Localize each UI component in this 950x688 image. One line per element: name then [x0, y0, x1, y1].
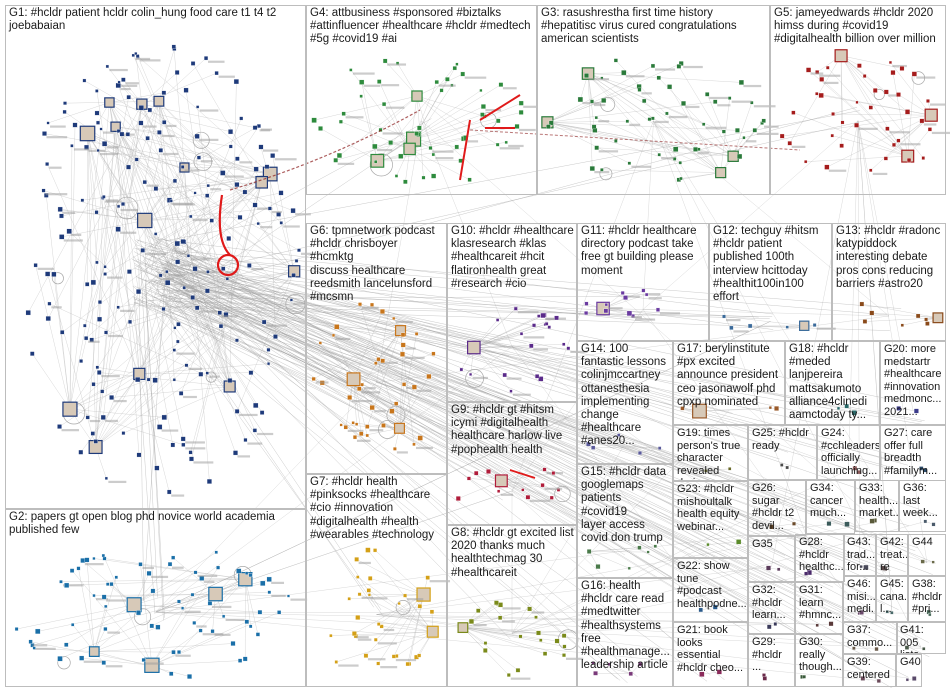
group-label-g40: G40	[900, 656, 919, 669]
group-panel-g14: G14: 100 fantastic lessons colinjmccartn…	[577, 341, 673, 464]
group-panel-g30: G30: really though...	[795, 634, 843, 687]
group-label-g32: G32: #hcldr learn...	[752, 584, 792, 622]
group-panel-g20: G20: more medstartr #healthcare #innovat…	[880, 341, 946, 425]
group-panel-g28: G28: #hcldr healthc...	[795, 534, 845, 582]
group-panel-g29: G29: #hcldr ...	[748, 634, 795, 687]
group-label-g33: G33: health... market...	[859, 482, 896, 520]
group-panel-g15: G15: #hcldr data googlemaps patients #co…	[577, 464, 673, 578]
group-label-g41: G41: 005 lists...	[900, 624, 943, 654]
group-panel-g33: G33: health... market...	[855, 480, 899, 532]
group-panel-g45: G45: cana... l...	[876, 576, 908, 622]
group-label-g10: G10: #hcldr #healthcare klasresearch #kl…	[451, 225, 574, 291]
group-label-g31: G31: learn #hmnc...	[799, 584, 840, 622]
group-panel-g13: G13: #hcldr #radonc katypiddock interest…	[832, 223, 946, 341]
group-panel-g32: G32: #hcldr learn...	[748, 582, 795, 634]
group-label-g35: G35	[752, 538, 792, 551]
group-panel-g5: G5: jameyedwards #hcldr 2020 himss durin…	[770, 5, 946, 195]
group-panel-g11: G11: #hcldr healthcare directory podcast…	[577, 223, 709, 341]
group-label-g29: G29: #hcldr ...	[752, 636, 792, 674]
group-panel-g4: G4: attbusiness #sponsored #biztalks #at…	[306, 5, 537, 195]
group-label-g21: G21: book looks essential #hcldr cheo...	[677, 624, 745, 674]
group-panel-g35: G35	[748, 536, 795, 582]
group-label-g19: G19: times person's true character revea…	[677, 427, 745, 481]
group-label-g26: G26: sugar #hcldr t2 devil...	[752, 482, 803, 532]
group-label-g17: G17: berylinstitute #px excited announce…	[677, 343, 782, 409]
group-label-g6: G6: tpmnetwork podcast #hcldr chrisboyer…	[310, 225, 444, 304]
group-panel-g43: G43: trad... for...	[843, 534, 876, 576]
group-panel-g10: G10: #hcldr #healthcare klasresearch #kl…	[447, 223, 577, 402]
group-panel-g26: G26: sugar #hcldr t2 devil...	[748, 480, 806, 536]
group-label-g3: G3: rasushrestha first time history #hep…	[541, 7, 767, 47]
group-panel-g34: G34: cancer much...	[806, 480, 855, 534]
group-label-g30: G30: really though...	[799, 636, 840, 674]
group-panel-g23: G23: #hcldr mishoultalk health equity we…	[673, 481, 748, 558]
group-panel-g46: G46: misi... medi...	[843, 576, 876, 622]
group-label-g43: G43: trad... for...	[847, 536, 873, 574]
group-label-g16: G16: health #hcldr care read #medtwitter…	[581, 580, 670, 672]
group-label-g23: G23: #hcldr mishoultalk health equity we…	[677, 483, 745, 533]
group-panel-g16: G16: health #hcldr care read #medtwitter…	[577, 578, 673, 687]
group-label-g34: G34: cancer much...	[810, 482, 852, 520]
group-panel-g3: G3: rasushrestha first time history #hep…	[537, 5, 770, 195]
group-label-g46: G46: misi... medi...	[847, 578, 873, 616]
group-label-g14: G14: 100 fantastic lessons colinjmccartn…	[581, 343, 670, 449]
group-panel-g17: G17: berylinstitute #px excited announce…	[673, 341, 785, 425]
group-panel-g36: G36: last week...	[899, 480, 946, 532]
group-label-g9: G9: #hcldr gt #hitsm icymi #digitalhealt…	[451, 404, 574, 457]
group-label-g7: G7: #hcldr health #pinksocks #healthcare…	[310, 476, 444, 542]
group-label-g24: G24: #cchleaders officially launching...	[821, 427, 877, 477]
group-label-g15: G15: #hcldr data googlemaps patients #co…	[581, 466, 670, 545]
group-label-g18: G18: #hcldr #meded lanjpereira mattsakum…	[789, 343, 877, 422]
group-panel-g39: G39: centered	[843, 654, 896, 687]
group-panel-g21: G21: book looks essential #hcldr cheo...	[673, 622, 748, 687]
group-label-g39: G39: centered	[847, 656, 893, 681]
group-panel-g1: G1: #hcldr patient hcldr colin_hung food…	[5, 5, 306, 509]
group-panel-g24: G24: #cchleaders officially launching...	[817, 425, 880, 480]
group-label-g37: G37: commo...	[847, 624, 895, 649]
group-label-g8: G8: #hcldr gt excited list 2020 thanks m…	[451, 527, 574, 580]
group-label-g25: G25: #hcldr ready	[752, 427, 814, 452]
group-label-g45: G45: cana... l...	[880, 578, 905, 616]
group-label-g28: G28: #hcldr healthc...	[799, 536, 842, 574]
group-panel-g6: G6: tpmnetwork podcast #hcldr chrisboyer…	[306, 223, 447, 474]
group-label-g42: G42: treat... re	[880, 536, 905, 574]
group-panel-g37: G37: commo...	[843, 622, 898, 654]
group-panel-g27: G27: care offer full breadth #familym...	[880, 425, 946, 481]
group-label-g13: G13: #hcldr #radonc katypiddock interest…	[836, 225, 943, 291]
group-label-g38: G38: #hcldr #pri...	[912, 578, 943, 616]
group-panel-g8: G8: #hcldr gt excited list 2020 thanks m…	[447, 525, 577, 687]
group-panel-g38: G38: #hcldr #pri...	[908, 576, 946, 622]
group-label-g44: G44	[912, 536, 943, 549]
group-panel-g19: G19: times person's true character revea…	[673, 425, 748, 481]
group-panel-g7: G7: #hcldr health #pinksocks #healthcare…	[306, 474, 447, 687]
group-panel-g44: G44	[908, 534, 946, 576]
group-label-g27: G27: care offer full breadth #familym...	[884, 427, 943, 477]
group-label-g12: G12: techguy #hitsm #hcldr patient publi…	[713, 225, 829, 304]
group-label-g20: G20: more medstartr #healthcare #innovat…	[884, 343, 943, 419]
group-label-g1: G1: #hcldr patient hcldr colin_hung food…	[9, 7, 303, 33]
group-panel-g31: G31: learn #hmnc...	[795, 582, 843, 634]
group-panel-g41: G41: 005 lists...	[896, 622, 946, 654]
group-panel-g42: G42: treat... re	[876, 534, 908, 576]
group-panel-g25: G25: #hcldr ready	[748, 425, 817, 480]
group-label-g36: G36: last week...	[903, 482, 943, 520]
group-panel-g12: G12: techguy #hitsm #hcldr patient publi…	[709, 223, 832, 341]
group-panel-g18: G18: #hcldr #meded lanjpereira mattsakum…	[785, 341, 880, 425]
group-label-g5: G5: jameyedwards #hcldr 2020 himss durin…	[774, 7, 943, 47]
group-panel-g22: G22: show tune #podcast healthpodne...	[673, 558, 748, 622]
group-label-g11: G11: #hcldr healthcare directory podcast…	[581, 225, 706, 278]
group-panel-g40: G40	[896, 654, 922, 687]
group-label-g4: G4: attbusiness #sponsored #biztalks #at…	[310, 7, 534, 47]
group-panel-g9: G9: #hcldr gt #hitsm icymi #digitalhealt…	[447, 402, 577, 525]
group-label-g22: G22: show tune #podcast healthpodne...	[677, 560, 745, 610]
group-panel-g2: G2: papers gt open blog phd novice world…	[5, 509, 306, 687]
group-label-g2: G2: papers gt open blog phd novice world…	[9, 511, 303, 537]
